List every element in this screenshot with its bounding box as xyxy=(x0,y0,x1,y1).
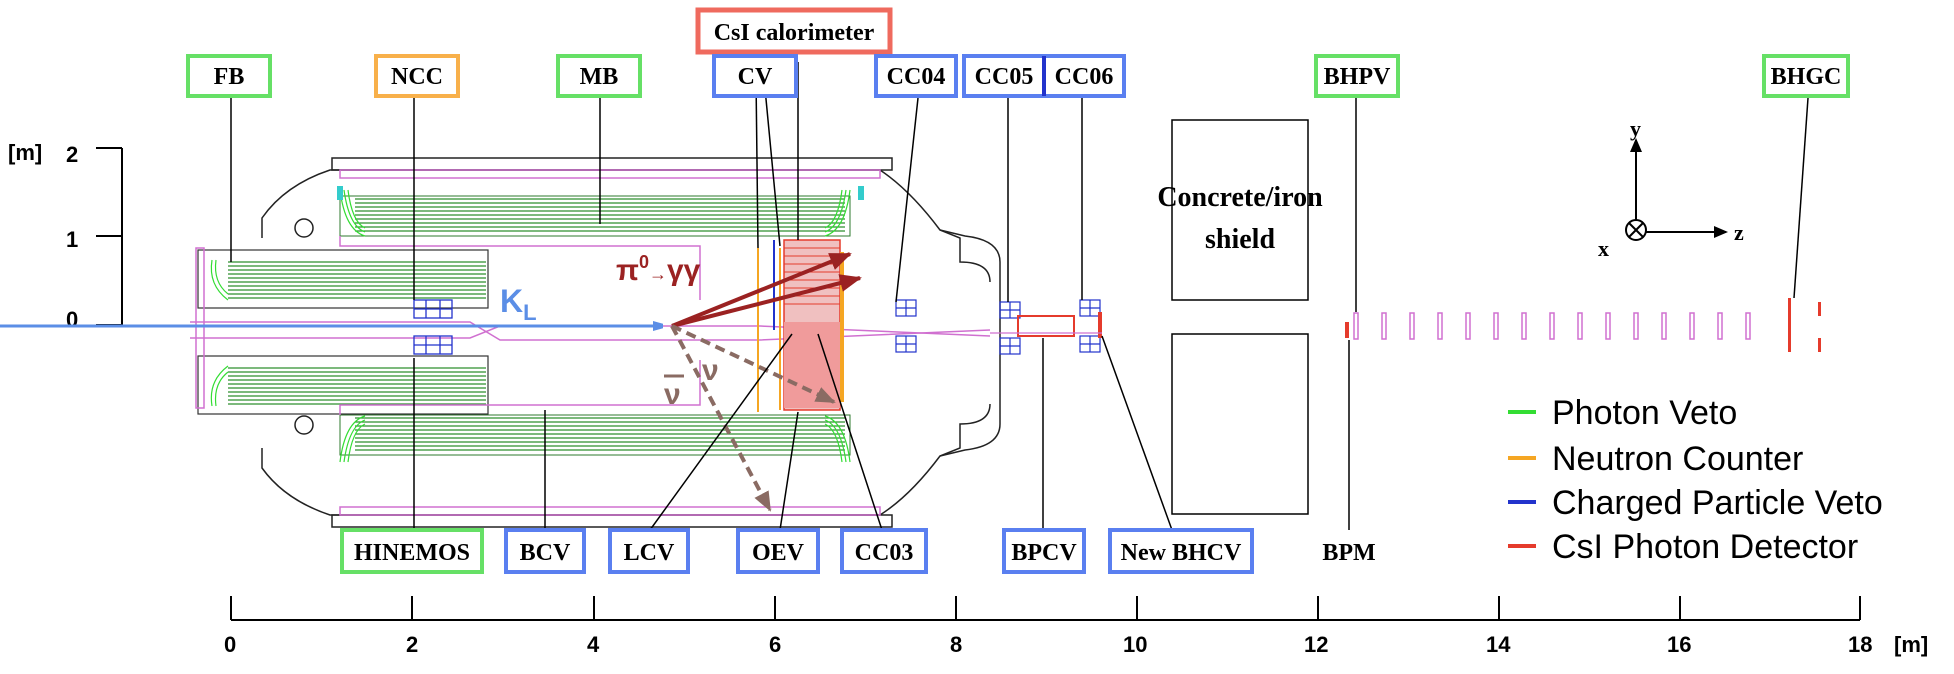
x-axis-ticks xyxy=(230,596,1861,620)
vacuum-vessel xyxy=(261,157,1001,528)
cc04-detector xyxy=(895,299,917,353)
svg-text:BCV: BCV xyxy=(520,540,571,566)
x-tick-label: 2 xyxy=(406,632,418,657)
nubar-label: ν xyxy=(664,378,681,411)
label-bcv: BCV xyxy=(504,528,586,574)
x-tick-label: 4 xyxy=(587,632,600,657)
label-cc04: CC04 xyxy=(874,54,958,98)
x-axis: 0 2 4 6 8 10 12 14 16 18 [m] xyxy=(224,596,1928,657)
ncc-detector xyxy=(413,299,453,355)
nu-label: ν xyxy=(702,354,719,387)
svg-text:CsI Photon Detector: CsI Photon Detector xyxy=(1552,528,1858,566)
svg-text:CsI calorimeter: CsI calorimeter xyxy=(714,20,875,46)
y-tick-label: 0 xyxy=(66,307,78,332)
bhpv-modules xyxy=(1345,312,1751,340)
label-csi-calorimeter: CsI calorimeter xyxy=(695,7,893,55)
svg-text:CV: CV xyxy=(738,64,773,90)
label-bpcv: BPCV xyxy=(1002,528,1086,574)
legend-item: Photon Veto xyxy=(1508,394,1737,432)
cc05-detector xyxy=(999,301,1021,355)
svg-text:BPCV: BPCV xyxy=(1011,540,1077,566)
label-bpm: BPM xyxy=(1322,540,1375,566)
legend-item: Charged Particle Veto xyxy=(1508,484,1883,522)
x-tick-label: 16 xyxy=(1667,632,1691,657)
svg-text:NCC: NCC xyxy=(391,64,443,90)
svg-text:HINEMOS: HINEMOS xyxy=(354,540,470,566)
svg-text:OEV: OEV xyxy=(752,540,805,566)
svg-text:Charged Particle Veto: Charged Particle Veto xyxy=(1552,484,1883,522)
bpcv-detector xyxy=(990,312,1102,338)
pi0-decay-arrows: π0→γγ xyxy=(616,252,862,328)
x-tick-label: 6 xyxy=(769,632,781,657)
concrete-iron-shield: Concrete/iron shield xyxy=(1157,119,1323,515)
x-tick-label: 0 xyxy=(224,632,236,657)
label-cc05: CC05 xyxy=(975,64,1034,90)
label-cv: CV xyxy=(712,54,798,98)
label-new-bhcv: New BHCV xyxy=(1108,528,1254,574)
label-mb: MB xyxy=(556,54,642,98)
label-cc03: CC03 xyxy=(840,528,928,574)
label-fb: FB xyxy=(186,54,272,98)
svg-text:BHGC: BHGC xyxy=(1771,64,1842,90)
label-oev: OEV xyxy=(736,528,820,574)
y-tick-label: 2 xyxy=(66,142,78,167)
label-cc05-cc06: CC05 CC06 xyxy=(962,54,1126,98)
cc06-detector xyxy=(1079,299,1101,353)
x-tick-label: 12 xyxy=(1304,632,1328,657)
label-lcv: LCV xyxy=(608,528,690,574)
x-tick-label: 10 xyxy=(1123,632,1147,657)
label-ncc: NCC xyxy=(374,54,460,98)
x-tick-label: 18 xyxy=(1848,632,1872,657)
coord-y-label: y xyxy=(1630,116,1641,141)
coord-z-label: z xyxy=(1734,220,1744,245)
svg-text:CC04: CC04 xyxy=(887,64,946,90)
label-bhpv: BHPV xyxy=(1314,54,1400,98)
svg-text:BHPV: BHPV xyxy=(1324,64,1391,90)
label-hinemos: HINEMOS xyxy=(340,528,484,574)
label-bhgc: BHGC xyxy=(1762,54,1850,98)
coord-x-label: x xyxy=(1598,236,1609,261)
y-axis-unit: [m] xyxy=(8,140,42,165)
svg-text:FB: FB xyxy=(214,64,245,90)
y-axis: [m] 2 1 0 xyxy=(8,140,123,332)
legend-item: CsI Photon Detector xyxy=(1508,528,1858,566)
front-barrel-photon-veto xyxy=(195,247,489,415)
svg-text:Neutron Counter: Neutron Counter xyxy=(1552,440,1803,478)
shield-label-line2: shield xyxy=(1205,224,1275,255)
x-tick-label: 14 xyxy=(1486,632,1511,657)
coordinate-system: y x z xyxy=(1598,116,1744,261)
kl-label: KL xyxy=(500,283,537,325)
leader-lines xyxy=(230,62,1809,531)
shield-label-line1: Concrete/iron xyxy=(1157,182,1323,213)
legend-item: Neutron Counter xyxy=(1508,440,1803,478)
top-labels: FB NCC MB CsI calorimeter CV CC04 CC05 C… xyxy=(186,7,1850,98)
x-tick-label: 8 xyxy=(950,632,962,657)
svg-text:MB: MB xyxy=(580,64,619,90)
legend: Photon Veto Neutron Counter Charged Part… xyxy=(1508,394,1883,566)
bhgc-modules xyxy=(1788,298,1821,352)
svg-text:LCV: LCV xyxy=(624,540,675,566)
svg-text:Photon Veto: Photon Veto xyxy=(1552,394,1737,432)
y-tick-label: 1 xyxy=(66,227,78,252)
svg-text:New BHCV: New BHCV xyxy=(1121,540,1242,566)
bottom-labels: HINEMOS BCV LCV OEV CC03 BPCV New BHCV B… xyxy=(340,528,1376,574)
kl-beam: KL xyxy=(0,283,662,326)
x-axis-unit: [m] xyxy=(1894,632,1928,657)
label-cc06: CC06 xyxy=(1055,64,1114,90)
neutrino-arrows: ν ν xyxy=(664,324,836,512)
svg-text:CC03: CC03 xyxy=(855,540,914,566)
pi0-label: π0→γγ xyxy=(616,252,701,287)
